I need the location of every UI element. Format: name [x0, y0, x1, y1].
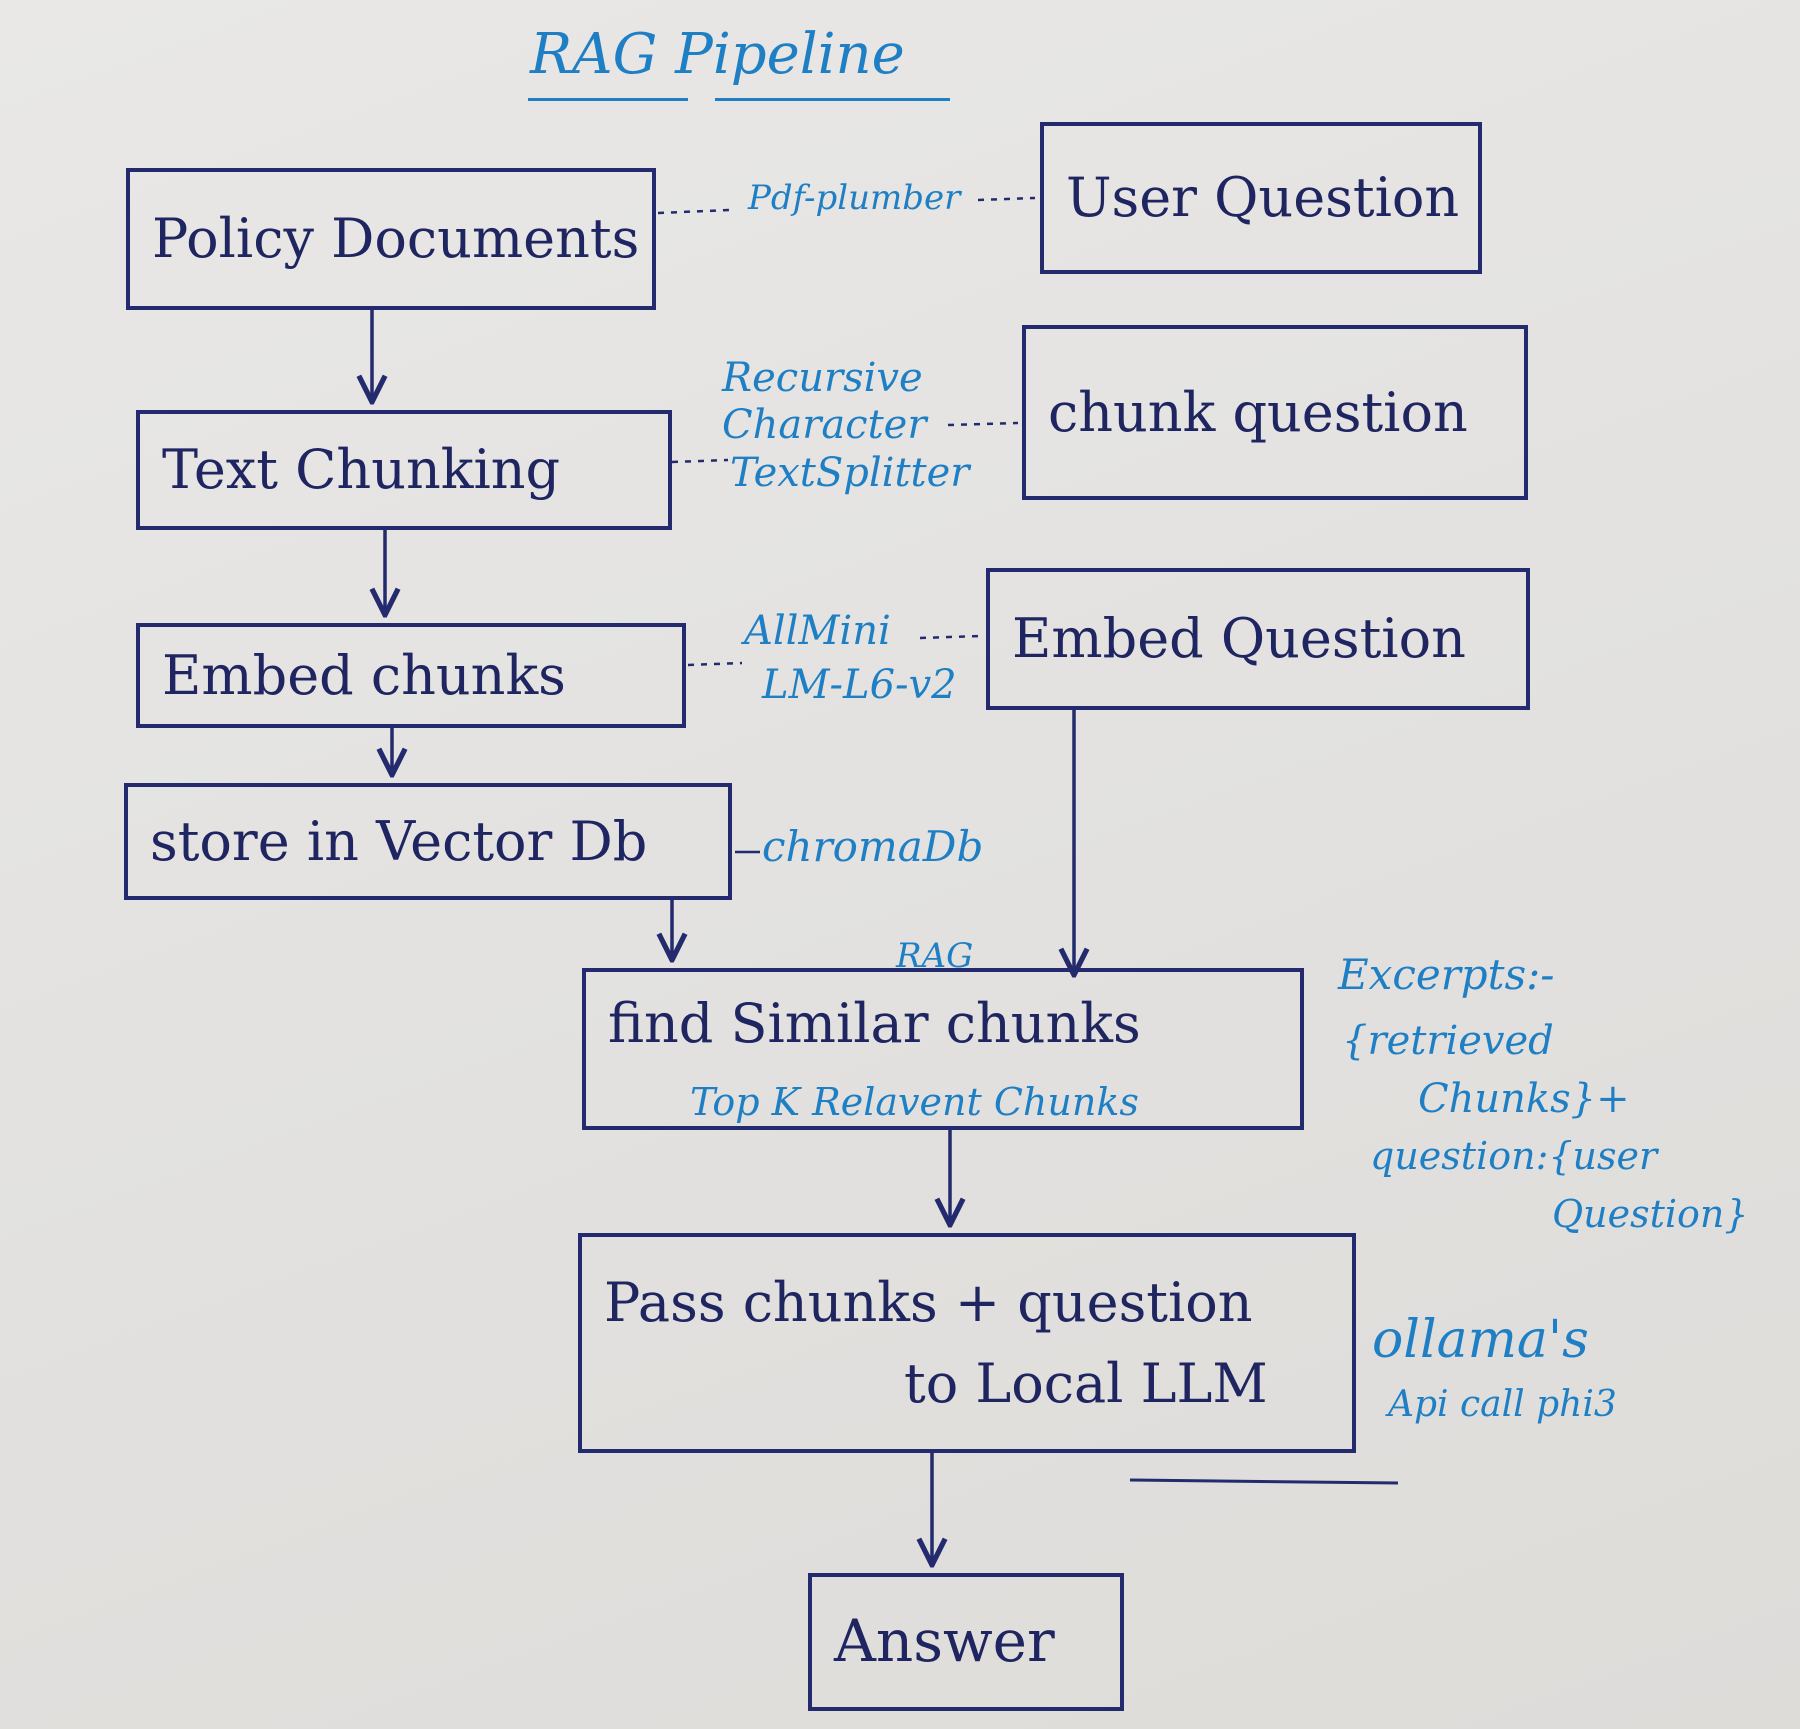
connector-pdfplumber-right — [977, 196, 1036, 202]
connector-embedder-left — [687, 661, 743, 667]
note-splitter-2: Character — [722, 402, 927, 448]
note-splitter-1: Recursive — [722, 355, 923, 401]
box-overshoot-stroke — [1129, 1478, 1399, 1485]
title-underline — [528, 98, 688, 101]
connector-embedder-right — [919, 634, 981, 640]
note-embedder-1: AllMini — [744, 608, 891, 654]
embed-question-box: Embed Question — [986, 568, 1530, 710]
store-vector-db-box: store in Vector Db — [124, 783, 732, 900]
note-ollama-1: ollama's — [1372, 1310, 1589, 1370]
note-vectordb: chromaDb — [762, 822, 984, 871]
title-underline — [715, 98, 950, 101]
diagram-title: RAG Pipeline — [530, 22, 905, 87]
connector-splitter-left — [671, 458, 729, 464]
embed-chunks-box: Embed chunks — [136, 623, 686, 728]
pass-to-llm-line-2: to Local LLM — [904, 1352, 1268, 1415]
note-excerpts-1: Excerpts:- — [1338, 950, 1555, 999]
answer-box: Answer — [808, 1573, 1124, 1711]
find-similar-chunks-box: find Similar chunks — [582, 968, 1304, 1130]
note-excerpts-2: {retrieved — [1342, 1018, 1554, 1064]
note-splitter-3: TextSplitter — [730, 450, 970, 496]
user-question-box: User Question — [1040, 122, 1482, 274]
note-excerpts-3: Chunks}+ — [1418, 1076, 1630, 1122]
note-pdfplumber: Pdf-plumber — [748, 178, 961, 218]
note-embedder-2: LM-L6-v2 — [762, 662, 957, 708]
note-ollama-2: Api call phi3 — [1388, 1384, 1617, 1425]
note-top-k: Top K Relavent Chunks — [690, 1080, 1139, 1124]
pass-to-llm-line-1: Pass chunks + question — [604, 1270, 1253, 1334]
policy-documents-box: Policy Documents — [126, 168, 656, 310]
text-chunking-box: Text Chunking — [136, 410, 672, 530]
connector-pdfplumber-left — [657, 208, 731, 215]
chunk-question-box: chunk question — [1022, 325, 1528, 500]
pass-to-llm-box: Pass chunks + question to Local LLM — [578, 1233, 1356, 1453]
note-excerpts-5: Question} — [1552, 1192, 1749, 1236]
connector-splitter-right — [947, 421, 1019, 427]
note-excerpts-4: question:{user — [1370, 1134, 1658, 1178]
note-rag: RAG — [896, 936, 974, 976]
